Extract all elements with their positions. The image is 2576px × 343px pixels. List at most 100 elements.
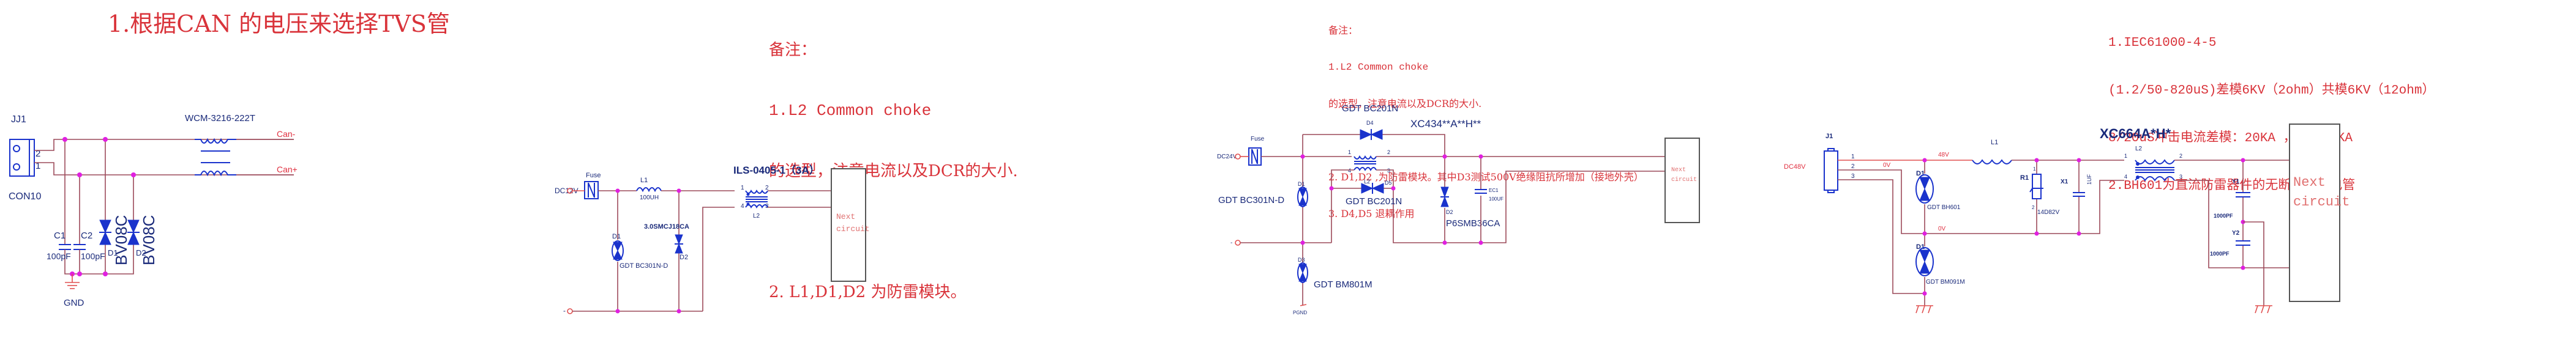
pin-2: 2 xyxy=(1851,163,1855,170)
tvs-diode-d2 xyxy=(675,234,683,254)
gnd-label: GND xyxy=(64,298,84,308)
d2-part: BV08C xyxy=(140,215,158,265)
choke-pin-1: 1 xyxy=(741,185,744,191)
choke-pin-3: 3 xyxy=(1387,168,1390,174)
choke-pin-4: 4 xyxy=(2124,174,2127,180)
pin-3: 3 xyxy=(1851,173,1855,180)
d3-part: GDT BM801M xyxy=(1314,279,1372,290)
connector-body xyxy=(9,139,35,177)
tvs-ref: D2 xyxy=(680,254,688,261)
ground-icon xyxy=(65,274,80,289)
x1-ref: X1 xyxy=(2061,179,2069,185)
next-circuit-box: Next circuit xyxy=(831,168,870,282)
inductor-l1 xyxy=(1972,159,2012,164)
gas-discharge-tube-d1b xyxy=(1915,247,1934,276)
note-line: 1.IEC61000-4-5 xyxy=(2108,36,2217,50)
net-48v: 48V xyxy=(1938,152,1949,158)
gdt-part: GDT BC301N-D xyxy=(620,262,668,270)
dc48v-schematic: J1 DC48V 1 2 3 48V 0V 0V D1 GDT BH601 D1 xyxy=(1784,124,2349,314)
gas-discharge-tube-d1 xyxy=(1297,186,1308,207)
panel3-notes: 备注： 1.L2 Common choke 的选型，注意电流以及DCR的大小. … xyxy=(1328,0,1644,245)
y1-ref: Y1 xyxy=(2232,179,2240,185)
capacitor-c2 xyxy=(73,244,86,256)
tvs-part: 3.0SMCJ18CA xyxy=(644,223,689,231)
capacitor-c1 xyxy=(59,244,71,256)
dc24v-schematic: DC24V - Fuse GDT BC201N D4 XC434**A**H**… xyxy=(1217,103,1700,315)
common-mode-choke-l2 xyxy=(2135,159,2175,182)
gas-discharge-tube-d1 xyxy=(1915,174,1934,204)
panel1-title: 1.根据CAN 的电压来选择TVS管 xyxy=(108,10,450,37)
pgnd-icon xyxy=(1300,304,1307,306)
y1-value: 1000PF xyxy=(2214,213,2233,219)
choke-pin-4: 4 xyxy=(741,203,744,210)
input-label: DC48V xyxy=(1784,163,1806,171)
choke-ref: L2 xyxy=(1364,179,1370,185)
note-line: 备注： xyxy=(1328,24,1358,36)
r1-pin-2: 2 xyxy=(2032,205,2035,210)
choke-ref: L2 xyxy=(2135,146,2143,152)
ec1-value: 100UF xyxy=(1489,196,1503,202)
tvs-diode-d2 xyxy=(1440,186,1449,207)
inductor-l1 xyxy=(636,187,662,193)
choke-part: WCM-3216-222T xyxy=(185,113,255,124)
panel-dc24v-protection: 备注： 1.L2 Common choke 的选型，注意电流以及DCR的大小. … xyxy=(1212,0,1788,339)
pin-2: 2 xyxy=(36,149,40,159)
capacitor-y1 xyxy=(2236,192,2250,197)
d2-ref: D2 xyxy=(1446,209,1453,215)
d2-ref: D2 xyxy=(136,248,146,257)
next-circuit-box: Next circuit xyxy=(2289,124,2349,302)
choke-part: XC434**A**H** xyxy=(1410,118,1481,130)
note-line: 1.L2 Common choke xyxy=(769,101,932,120)
common-mode-choke-l2 xyxy=(745,189,768,209)
note-line: 的选型，注意电流以及DCR的大小. xyxy=(1328,98,1482,109)
gas-discharge-tube-d3 xyxy=(1297,262,1308,283)
next-circuit-box: Next circuit xyxy=(1664,138,1700,223)
panel-dc12v-protection: 备注： 1.L2 Common choke 的选型，注意电流以及DCR的大小. … xyxy=(551,0,1212,339)
choke-ref: L2 xyxy=(753,213,760,219)
d5-part: GDT BC201N xyxy=(1346,196,1402,207)
gdt-ref: D1 xyxy=(612,233,621,240)
panel-dc48v-protection: 1.IEC61000-4-5 (1.2/50-820uS)差模6KV（2ohm）… xyxy=(1775,0,2576,339)
connector-ref: J1 xyxy=(1825,133,1833,140)
tvs-diode-d2 xyxy=(127,219,140,245)
d1-ref: D1 xyxy=(1298,181,1305,187)
d1b-part: GDT BM091M xyxy=(1926,279,1965,286)
return-label: - xyxy=(1230,240,1232,246)
input-label: DC12V xyxy=(555,186,578,195)
connector-ref: JJ1 xyxy=(11,114,26,125)
pin-1: 1 xyxy=(36,161,40,171)
gas-discharge-tube-d1 xyxy=(612,240,624,261)
choke-pin-3: 3 xyxy=(2179,174,2182,180)
next-box-line2: circuit xyxy=(836,224,870,234)
d1b-ref: D1 xyxy=(1916,243,1925,251)
net-can-plus: Can+ xyxy=(277,164,298,174)
earth-ground-icon xyxy=(2255,305,2272,314)
note-line: 备注： xyxy=(769,41,817,59)
panel2-notes: 备注： 1.L2 Common choke 的选型，注意电流以及DCR的大小. … xyxy=(769,0,1018,343)
return-terminal-icon xyxy=(1235,240,1241,246)
r1-ref: R1 xyxy=(2020,174,2029,182)
d5-ref: D5 xyxy=(1385,180,1392,186)
gdt-d5 xyxy=(1361,183,1384,194)
net-0v-bottom: 0V xyxy=(1938,226,1946,232)
choke-part: ILS-0405-1（3A） xyxy=(733,164,820,176)
c1-value: 100pF xyxy=(47,251,71,261)
d3-ref: D3 xyxy=(1298,257,1305,263)
choke-pin-2: 2 xyxy=(1387,149,1390,155)
connector-value: CON10 xyxy=(9,191,41,202)
fuse-label: Fuse xyxy=(586,172,601,179)
net-can-minus: Can- xyxy=(277,129,296,139)
fuse-icon xyxy=(584,181,599,199)
c2-value: 100pF xyxy=(81,251,105,261)
choke-pin-1: 1 xyxy=(2124,153,2127,159)
d4-ref: D4 xyxy=(1366,120,1374,126)
earth-ground-icon xyxy=(1915,305,1933,314)
can-tvs-schematic: JJ1 2 1 CON10 C1 100pF C2 100 xyxy=(9,113,298,308)
note-line: 3. D4,D5 退耦作用 xyxy=(1328,208,1415,219)
d1-part: BV08C xyxy=(112,215,130,265)
c2-ref: C2 xyxy=(81,231,92,241)
fuse-label: Fuse xyxy=(1251,136,1265,142)
x1-value: 1UF xyxy=(2086,174,2092,185)
choke-pin-1: 1 xyxy=(1348,149,1351,155)
l1-ref: L1 xyxy=(640,177,648,184)
